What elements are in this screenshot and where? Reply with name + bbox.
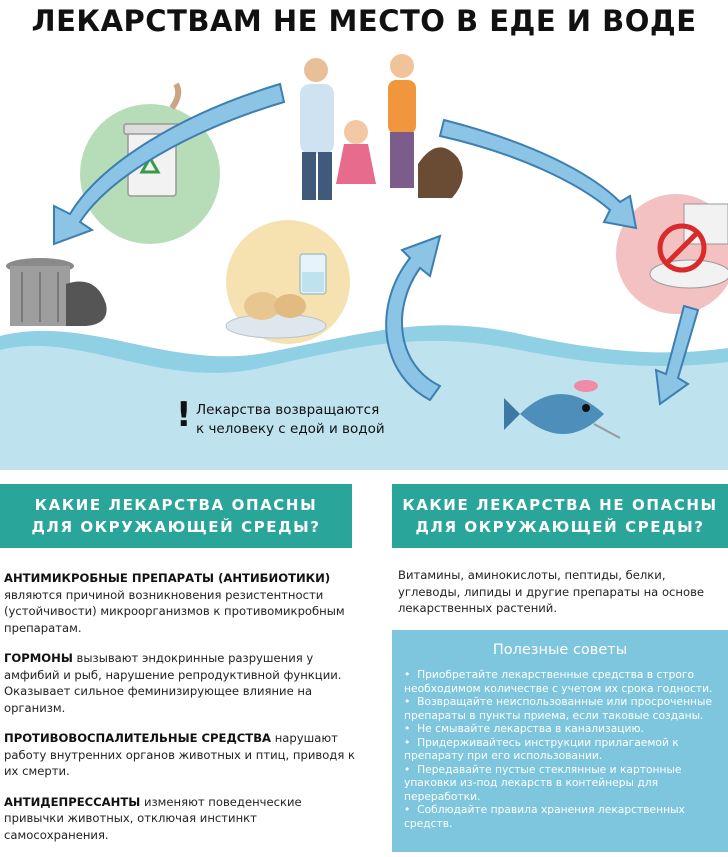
cycle-arrows — [53, 82, 700, 406]
recycle-icon — [139, 154, 161, 174]
food-plate-icon — [225, 220, 350, 344]
tip-item: • Приобретайте лекарственные средства в … — [404, 668, 713, 695]
dangerous-item: ГОРМОНЫ вызывают эндокринные разрушения … — [4, 650, 360, 716]
tips-list: • Приобретайте лекарственные средства в … — [404, 668, 720, 830]
no-toilet-icon — [657, 223, 707, 273]
safe-heading-line1: КАКИЕ ЛЕКАРСТВА НЕ ОПАСНЫ — [402, 496, 718, 514]
arrow-water-to-family — [385, 234, 442, 402]
water-wave-top — [0, 325, 728, 373]
safe-heading-line2: ДЛЯ ОКРУЖАЮЩЕЙ СРЕДЫ? — [415, 518, 705, 536]
return-note-line2: к человеку с едой и водой — [196, 421, 385, 437]
tips-title: Полезные советы — [492, 642, 628, 658]
safe-text: Витамины, аминокислоты, пептиды, белки, … — [398, 568, 705, 615]
arrow-toilet-to-fish — [654, 304, 700, 406]
dangerous-item: АНТИМИКРОБНЫЕ ПРЕПАРАТЫ (АНТИБИОТИКИ) яв… — [4, 570, 360, 636]
family-icon — [300, 54, 463, 200]
sick-fish-icon — [504, 380, 621, 439]
trash-can-icon — [6, 258, 107, 326]
dangerous-item: ПРОТИВОВОСПАЛИТЕЛЬНЫЕ СРЕДСТВА нарушают … — [4, 730, 360, 780]
cycle-illustration — [0, 54, 728, 470]
dangerous-item-text: вызывают эндокринные разрушения у амфиби… — [4, 651, 342, 715]
dangerous-heading-line1: КАКИЕ ЛЕКАРСТВА ОПАСНЫ — [34, 496, 318, 514]
tip-item: • Передавайте пустые стеклянные и картон… — [404, 762, 682, 803]
dangerous-list: АНТИМИКРОБНЫЕ ПРЕПАРАТЫ (АНТИБИОТИКИ) яв… — [4, 570, 360, 857]
dangerous-item-text: нарушают работу внутренних органов живот… — [4, 731, 355, 778]
tip-item: • Придерживайтесь инструкции прилагаемой… — [404, 735, 679, 763]
safe-heading: КАКИЕ ЛЕКАРСТВА НЕ ОПАСНЫ ДЛЯ ОКРУЖАЮЩЕЙ… — [392, 484, 728, 548]
dangerous-item-text: являются причиной возникновения резистен… — [4, 587, 345, 635]
dangerous-item-title: ГОРМОНЫ — [4, 651, 73, 665]
arrow-family-to-trash — [53, 82, 286, 246]
arrow-family-to-toilet — [438, 118, 638, 230]
dangerous-item-title: АНТИМИКРОБНЫЕ ПРЕПАРАТЫ (АНТИБИОТИКИ) — [4, 571, 331, 585]
tip-item: • Соблюдайте правила хранения лекарствен… — [404, 803, 685, 830]
dangerous-item: АНТИДЕПРЕССАНТЫ изменяют поведенческие п… — [4, 794, 360, 844]
return-note-line1: Лекарства возвращаются — [196, 402, 380, 418]
page-title: ЛЕКАРСТВАМ НЕ МЕСТО В ЕДЕ И ВОДЕ — [31, 4, 697, 38]
dangerous-heading-line2: ДЛЯ ОКРУЖАЮЩЕЙ СРЕДЫ? — [31, 518, 321, 536]
tip-item: • Возвращайте неиспользованные или проср… — [404, 695, 713, 722]
recycle-bin-icon — [80, 82, 220, 244]
dangerous-item-title: АНТИДЕПРЕССАНТЫ — [4, 794, 141, 809]
tip-item: • Не смывайте лекарства в канализацию. — [404, 722, 644, 735]
tips-box: Полезные советы • Приобретайте лекарстве… — [392, 630, 728, 852]
dangerous-item-text: изменяют поведенческие привычки животных… — [4, 794, 302, 842]
dangerous-heading: КАКИЕ ЛЕКАРСТВА ОПАСНЫ ДЛЯ ОКРУЖАЮЩЕЙ СР… — [0, 484, 352, 548]
toilet-icon — [616, 194, 728, 314]
dangerous-item-title: ПРОТИВОВОСПАЛИТЕЛЬНЫЕ СРЕДСТВА — [4, 731, 272, 745]
safe-text-block: Витамины, аминокислоты, пептиды, белки, … — [398, 567, 726, 617]
exclamation-icon: ! — [176, 395, 192, 435]
